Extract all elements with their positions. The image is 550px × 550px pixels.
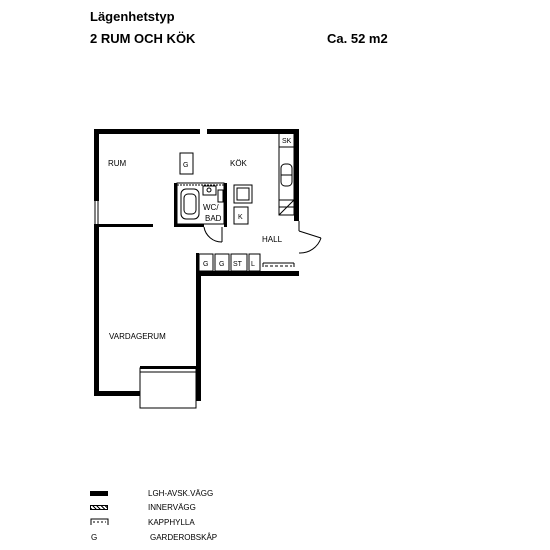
fixture-st: ST — [233, 261, 243, 268]
fixture-l: L — [251, 261, 255, 268]
room-label-rum: RUM — [108, 159, 127, 168]
legend-wardrobe-symbol: G — [91, 533, 98, 542]
room-label-hall: HALL — [262, 235, 283, 244]
room-label-bad: BAD — [205, 214, 222, 223]
outer-walls — [94, 129, 299, 401]
entrance-door — [298, 221, 322, 254]
wall-hall-bottom — [196, 271, 299, 276]
balcony — [139, 366, 197, 409]
fixture-g-kitchen: G — [183, 162, 188, 169]
wall-top-left — [94, 129, 200, 134]
wall-right-upper — [294, 129, 299, 221]
plan-title: Lägenhetstyp — [90, 9, 175, 24]
room-label-vardagsrum: VARDAGERUM — [109, 332, 166, 341]
bathroom — [176, 182, 225, 225]
room-label-kok: KÖK — [230, 159, 248, 168]
legend-hat-shelf-label: KAPPHYLLA — [148, 518, 195, 527]
wall-bottom — [94, 391, 140, 396]
legend-outer-wall-symbol — [90, 491, 108, 496]
apartment-area: Ca. 52 m2 — [327, 31, 388, 46]
wardrobe-row — [198, 253, 295, 272]
inner-walls — [99, 183, 227, 273]
windows — [94, 129, 294, 224]
legend-hat-shelf-symbol — [90, 518, 109, 525]
apartment-type: 2 RUM OCH KÖK — [90, 31, 196, 46]
fixture-sk: SK — [282, 138, 292, 145]
fixture-g-hall-2: G — [219, 261, 224, 268]
kitchen-fixtures — [179, 132, 295, 225]
room-label-wc: WC/ — [203, 203, 219, 212]
legend-inner-wall-symbol — [90, 505, 108, 510]
legend-inner-wall-label: INNERVÄGG — [148, 503, 196, 512]
bath-door — [203, 226, 223, 243]
legend-outer-wall-label: LGH-AVSK.VÄGG — [148, 489, 214, 498]
wall-right-lower — [196, 271, 201, 401]
wall-top-right — [207, 129, 299, 134]
fixture-k: K — [238, 214, 243, 221]
legend-wardrobe-label: GARDEROBSKÅP — [150, 533, 218, 542]
wall-left-upper — [94, 129, 99, 201]
wall-left-lower — [94, 224, 99, 396]
fixture-g-hall-1: G — [203, 261, 208, 268]
